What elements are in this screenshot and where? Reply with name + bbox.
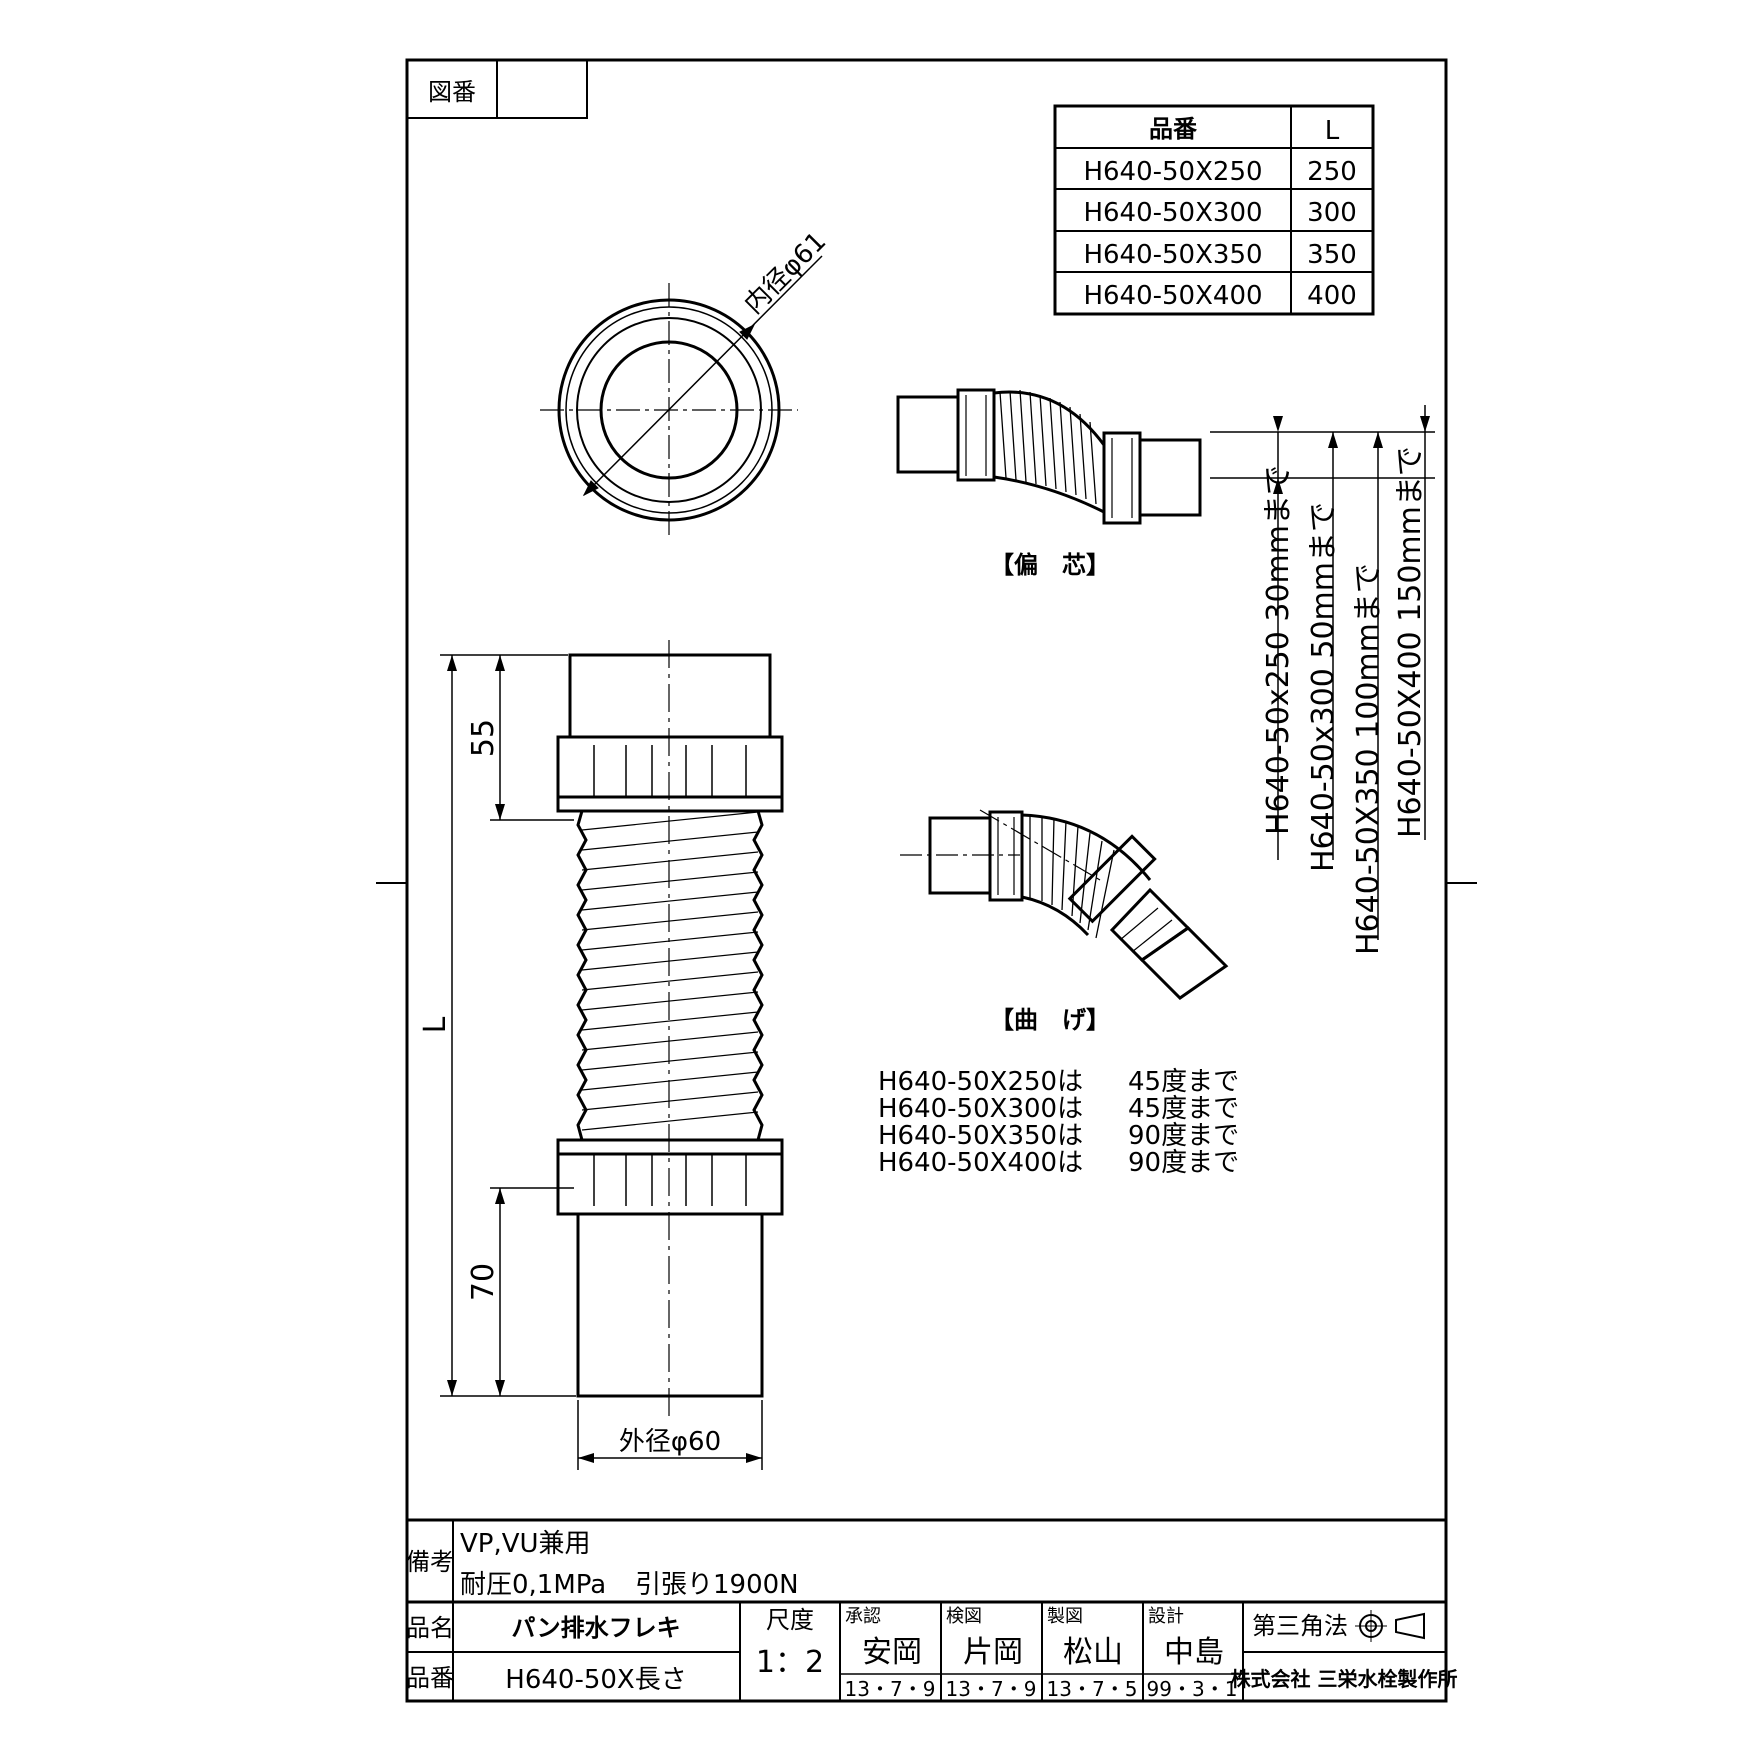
dimension-70: 70 [466,1263,501,1301]
drawing-frame [405,58,1448,1703]
title-block [407,1602,1446,1701]
bend-spec-part: H640-50X350は [878,1121,1083,1151]
offset-spec: H640-50x250 30mmまで [1261,465,1296,835]
table-row-part: H640-50X300 [1083,198,1262,228]
table-row-part: H640-50X250 [1083,157,1262,187]
inner-diameter-label: 内径φ61 [739,226,833,320]
approval-role: 検図 [946,1606,982,1627]
bend-caption: 【曲 げ】 [990,1006,1110,1034]
table-row-part: H640-50X400 [1083,281,1262,311]
outer-diameter-label: 外径φ60 [619,1427,721,1457]
remarks-line2-pressure: 耐圧0,1MPa [460,1570,606,1600]
name-value: パン排水フレキ [511,1614,680,1642]
remarks-block: 備考 VP,VU兼用 耐圧0,1MPa 引張り1900N [406,1518,1446,1701]
approval-date: 13・7・9 [946,1677,1037,1701]
offset-spec-arrows [1273,416,1430,494]
table-header-part: 品番 [1149,115,1198,143]
approval-name: 安岡 [862,1635,922,1670]
drawing-number-box: 図番 [406,59,588,119]
approval-name: 松山 [1063,1635,1123,1670]
approval-name: 中島 [1164,1635,1224,1670]
name-label: 品名 [406,1614,454,1642]
table-row-part: H640-50X350 [1083,240,1262,270]
scale-label: 尺度 [766,1606,814,1634]
remarks-line2-tensile: 引張り1900N [635,1570,799,1600]
offset-view [896,388,1202,525]
remarks-line1: VP,VU兼用 [460,1529,591,1559]
approval-name: 片岡 [963,1635,1023,1670]
part-value: H640-50X長さ [505,1665,686,1695]
bend-spec-part: H640-50X250は [878,1067,1083,1097]
table-row-length: 250 [1307,157,1357,187]
dimension-arrows [447,655,762,1463]
approval-date: 13・7・5 [1047,1677,1138,1701]
offset-spec: H640-50X400 150mmまで [1393,446,1428,838]
table-row-length: 350 [1307,240,1357,270]
bend-spec-value: 45度まで [1128,1094,1239,1124]
table-header-length: L [1325,116,1340,146]
length-table: 品番 L H640-50X250 250 H640-50X300 300 H64… [1053,104,1375,316]
table-row-length: 400 [1307,281,1357,311]
bend-spec-value: 90度まで [1128,1148,1239,1178]
approval-role: 承認 [845,1606,881,1627]
bend-view [900,809,1229,1000]
offset-spec: H640-50x300 50mmまで [1306,502,1341,872]
remarks-label: 備考 [406,1548,454,1576]
bend-specs: H640-50X250は 45度まで H640-50X300は 45度まで H6… [878,1067,1239,1178]
drawing-number-label: 図番 [428,78,476,106]
bend-spec-value: 90度まで [1128,1121,1239,1151]
bend-spec-part: H640-50X400は [878,1148,1083,1178]
bend-spec-value: 45度まで [1128,1067,1239,1097]
bend-spec-part: H640-50X300は [878,1094,1083,1124]
scale-value: 1：2 [756,1645,824,1680]
company-name: 株式会社 三栄水栓製作所 [1231,1667,1458,1691]
dimension-lines [440,654,763,1470]
approval-role: 製図 [1047,1606,1083,1627]
dimension-55: 55 [466,719,501,757]
offset-spec: H640-50X350 100mmまで [1351,563,1386,955]
dimension-length: L [418,1016,453,1033]
offset-caption: 【偏 芯】 [990,551,1110,579]
table-row-length: 300 [1307,198,1357,228]
end-view [540,255,823,537]
part-label: 品番 [406,1664,454,1692]
approval-date: 13・7・9 [845,1677,936,1701]
offset-spec-lines [1210,405,1435,940]
flexible-pipe-side-view [556,640,784,1420]
third-angle-projection-icon [1355,1610,1425,1642]
approval-role: 設計 [1148,1606,1184,1627]
approval-date: 99・3・1 [1147,1677,1238,1701]
projection-label: 第三角法 [1252,1612,1348,1640]
